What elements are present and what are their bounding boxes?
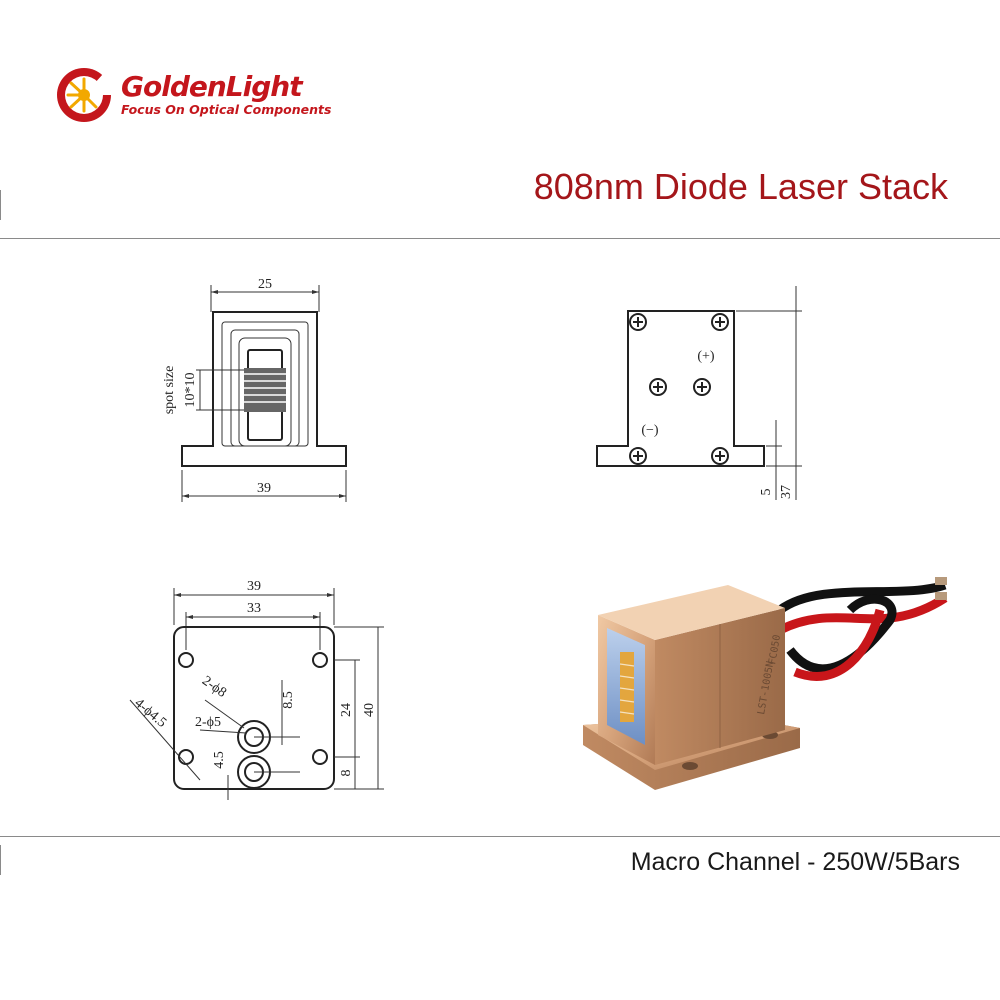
screw-icon <box>693 378 711 396</box>
mount-holes-label: 4-ϕ4.5 <box>131 696 169 731</box>
side-dim-b: 37 <box>779 485 794 499</box>
large-hole-label: 2-ϕ8 <box>199 674 229 701</box>
screw-icon <box>629 313 647 331</box>
sun-logo-icon <box>57 68 112 122</box>
front-dim-bottom: 39 <box>257 481 271 496</box>
bottom-dim-4-5: 4.5 <box>212 751 227 769</box>
bottom-dim-24: 24 <box>339 703 354 717</box>
product-caption: Macro Channel - 250W/5Bars <box>630 848 960 876</box>
negative-terminal-label: (−) <box>641 423 659 438</box>
bottom-dim-8-5: 8.5 <box>281 691 296 709</box>
brand-tagline: Focus On Optical Components <box>121 102 332 117</box>
spot-size-value: 10*10 <box>183 373 198 408</box>
small-hole-label: 2-ϕ5 <box>195 715 221 730</box>
bottom-view-drawing: 39 33 24 40 8 8.5 4.5 2-ϕ8 2-ϕ5 <box>129 579 384 800</box>
left-edge-mark <box>0 190 1 220</box>
side-dim-a: 5 <box>759 489 774 496</box>
bottom-dim-inner: 33 <box>247 601 261 616</box>
product-photo: LST-1005N FC050 <box>583 577 948 790</box>
left-edge-mark-bottom <box>0 845 1 875</box>
screw-icon <box>711 313 729 331</box>
engraving-code: FC050 <box>767 634 783 666</box>
screw-icon <box>711 447 729 465</box>
screw-icon <box>629 447 647 465</box>
front-dim-top: 25 <box>258 277 272 292</box>
screw-icon <box>649 378 667 396</box>
bottom-divider <box>0 836 1000 837</box>
top-divider <box>0 238 1000 239</box>
page-title: 808nm Diode Laser Stack <box>533 166 948 207</box>
bottom-dim-8: 8 <box>339 770 354 777</box>
positive-terminal-label: (+) <box>697 349 715 364</box>
side-view-drawing: (+) (−) 5 37 <box>596 286 802 500</box>
company-logo: GoldenLight Focus On Optical Components <box>55 66 385 124</box>
bottom-dim-40: 40 <box>362 703 377 717</box>
front-view-drawing: 25 39 spot size 10*10 <box>162 277 347 502</box>
spot-size-label: spot size <box>162 366 177 415</box>
brand-name: GoldenLight <box>121 70 303 103</box>
bottom-dim-outer: 39 <box>247 579 261 594</box>
